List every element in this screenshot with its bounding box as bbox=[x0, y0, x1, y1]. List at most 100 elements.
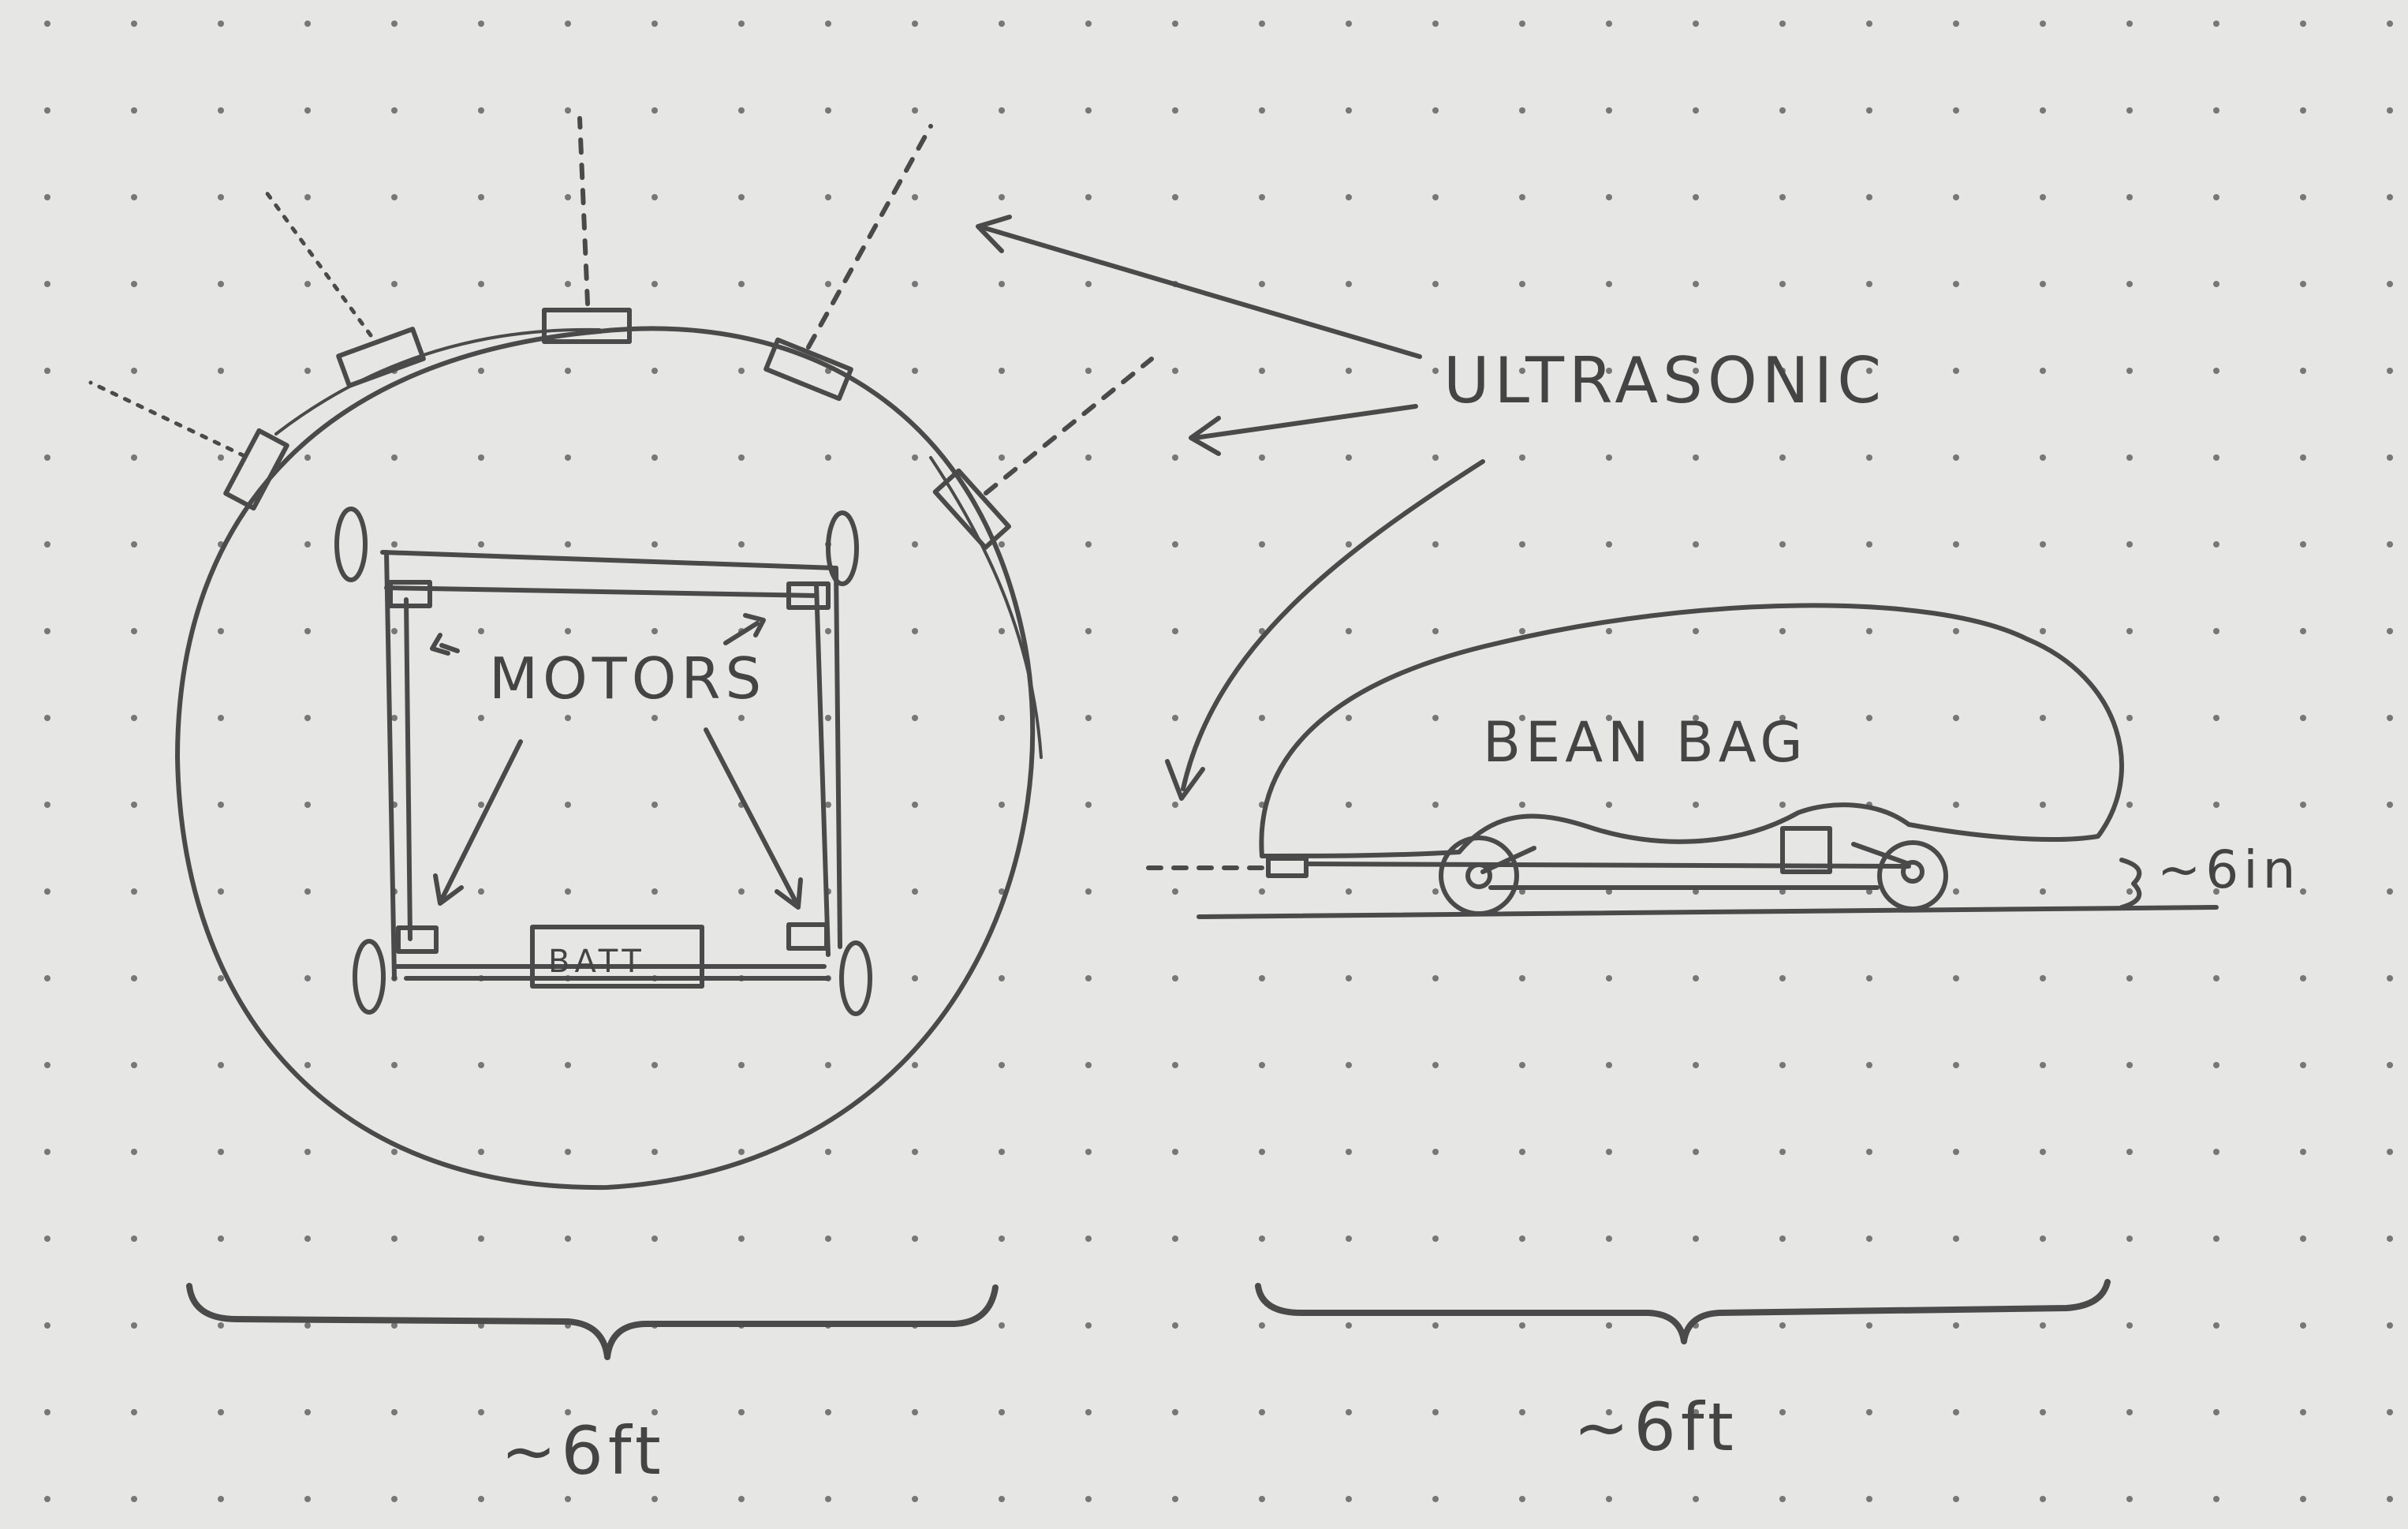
side-wheel-rear-hub bbox=[1901, 860, 1925, 884]
grid-dot bbox=[2126, 368, 2133, 374]
grid-dot bbox=[912, 888, 918, 895]
grid-dot bbox=[1346, 454, 1352, 461]
grid-dot bbox=[2126, 194, 2133, 200]
grid-dot bbox=[2040, 1322, 2046, 1329]
grid-dot bbox=[131, 1496, 137, 1502]
grid-dot bbox=[131, 194, 137, 200]
grid-dot bbox=[1953, 281, 1959, 287]
side-wheel-rear bbox=[1877, 840, 1948, 911]
side-battery bbox=[1780, 826, 1832, 874]
grid-dot bbox=[1866, 1149, 1872, 1155]
grid-dot bbox=[565, 628, 571, 634]
grid-dot bbox=[1779, 454, 1786, 461]
grid-dot bbox=[565, 368, 571, 374]
grid-dot bbox=[478, 802, 484, 808]
grid-dot bbox=[1953, 21, 1959, 27]
grid-dot bbox=[44, 1496, 50, 1502]
grid-dot bbox=[2126, 888, 2133, 895]
grid-dot bbox=[304, 888, 311, 895]
grid-dot bbox=[2126, 802, 2133, 808]
grid-dot bbox=[2300, 281, 2306, 287]
grid-dot bbox=[651, 1496, 658, 1502]
grid-dot bbox=[131, 1236, 137, 1242]
grid-dot bbox=[1606, 281, 1612, 287]
grid-dot bbox=[1432, 454, 1439, 461]
grid-dot bbox=[1346, 715, 1352, 721]
grid-dot bbox=[478, 715, 484, 721]
grid-dot bbox=[825, 281, 831, 287]
grid-dot bbox=[1866, 715, 1872, 721]
grid-dot bbox=[478, 628, 484, 634]
grid-dot bbox=[478, 1409, 484, 1415]
grid-dot bbox=[218, 368, 224, 374]
grid-dot bbox=[1085, 1236, 1092, 1242]
grid-dot bbox=[1779, 1496, 1786, 1502]
grid-dot bbox=[999, 1409, 1005, 1415]
grid-dot bbox=[1606, 628, 1612, 634]
grid-dot bbox=[391, 1409, 398, 1415]
grid-dot bbox=[1866, 368, 1872, 374]
sensor-beam-right bbox=[984, 357, 1154, 495]
grid-dot bbox=[565, 1062, 571, 1068]
ultrasonic-sensor-upper-right bbox=[763, 337, 853, 402]
grid-dot bbox=[1693, 975, 1699, 981]
grid-dot bbox=[1172, 541, 1178, 548]
grid-dot bbox=[825, 1236, 831, 1242]
grid-dot bbox=[1779, 1062, 1786, 1068]
grid-dot bbox=[44, 454, 50, 461]
grid-dot bbox=[1866, 1062, 1872, 1068]
grid-dot bbox=[912, 802, 918, 808]
grid-dot bbox=[2387, 715, 2393, 721]
grid-dot bbox=[912, 454, 918, 461]
side-view-dimension-brace bbox=[1255, 1279, 2111, 1344]
wheel-rear-left bbox=[353, 939, 386, 1015]
grid-dot bbox=[565, 1236, 571, 1242]
grid-dot bbox=[999, 888, 1005, 895]
ultrasonic-sensor-right bbox=[932, 468, 1011, 551]
grid-dot bbox=[1432, 541, 1439, 548]
grid-dot bbox=[218, 1149, 224, 1155]
grid-dot bbox=[2126, 628, 2133, 634]
grid-dot bbox=[44, 628, 50, 634]
grid-dot bbox=[651, 194, 658, 200]
grid-dot bbox=[2387, 888, 2393, 895]
grid-dot bbox=[2387, 194, 2393, 200]
grid-dot bbox=[131, 628, 137, 634]
grid-dot bbox=[1779, 1409, 1786, 1415]
top-view-outline bbox=[175, 326, 1036, 1191]
motor-rear-left bbox=[396, 925, 439, 954]
grid-dot bbox=[825, 1409, 831, 1415]
grid-dot bbox=[1259, 1496, 1265, 1502]
grid-dot bbox=[44, 1322, 50, 1329]
ultrasonic-label: ULTRASONIC bbox=[1443, 344, 1886, 417]
grid-dot bbox=[825, 194, 831, 200]
grid-dot bbox=[44, 194, 50, 200]
grid-dot bbox=[1779, 715, 1786, 721]
grid-dot bbox=[1085, 1496, 1092, 1502]
grid-dot bbox=[1259, 1062, 1265, 1068]
grid-dot bbox=[1866, 628, 1872, 634]
grid-dot bbox=[218, 975, 224, 981]
grid-dot bbox=[1606, 1496, 1612, 1502]
grid-dot bbox=[304, 628, 311, 634]
ultrasonic-arrow-top-head bbox=[976, 215, 1012, 253]
grid-dot bbox=[1953, 1062, 1959, 1068]
grid-dot bbox=[825, 1496, 831, 1502]
grid-dot bbox=[2213, 1236, 2219, 1242]
grid-dot bbox=[1779, 368, 1786, 374]
grid-dot bbox=[1693, 107, 1699, 114]
side-wheel-front bbox=[1439, 836, 1519, 916]
grid-dot bbox=[1172, 454, 1178, 461]
grid-dot bbox=[825, 802, 831, 808]
grid-dot bbox=[218, 194, 224, 200]
grid-dot bbox=[2213, 1322, 2219, 1329]
grid-dot bbox=[304, 975, 311, 981]
grid-dot bbox=[44, 802, 50, 808]
grid-dot bbox=[2387, 975, 2393, 981]
grid-dot bbox=[1085, 541, 1092, 548]
grid-dot bbox=[1693, 1496, 1699, 1502]
grid-dot bbox=[1085, 1149, 1092, 1155]
grid-dot bbox=[478, 1149, 484, 1155]
grid-dot bbox=[1172, 1062, 1178, 1068]
grid-dot bbox=[1085, 454, 1092, 461]
